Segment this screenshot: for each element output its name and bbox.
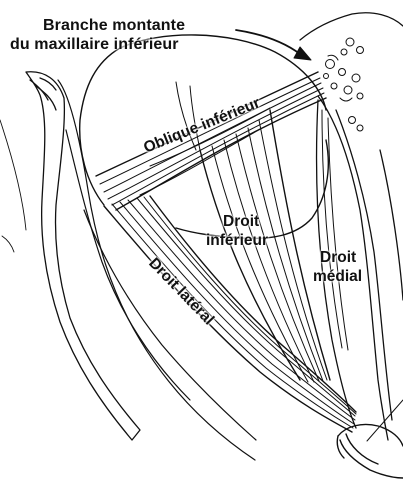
- optic-nerve-pointer-line: [367, 400, 403, 441]
- pointer-arrowhead: [294, 47, 311, 60]
- label-droit-medial-line1: Droit: [320, 250, 356, 266]
- medial-wall: [300, 13, 403, 440]
- left-bone-fragment: [0, 72, 140, 440]
- ethmoid-cells: [324, 38, 364, 131]
- eyeball-outline: [80, 35, 329, 239]
- label-droit-medial-line2: médial: [313, 269, 362, 285]
- optic-nerve: [337, 424, 403, 478]
- label-branche-montante: Branche montante: [43, 18, 185, 34]
- label-droit-inferieur-line1: Droit: [223, 214, 259, 230]
- label-droit-inferieur-line2: inférieur: [206, 233, 268, 249]
- label-maxillaire-inferieur: du maxillaire inférieur: [10, 37, 179, 53]
